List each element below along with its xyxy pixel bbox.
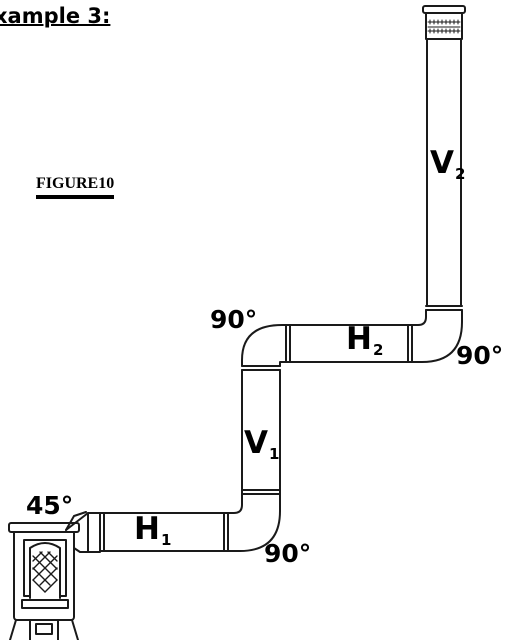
segment-label-h1: H1	[134, 512, 171, 557]
angle-label-top-right: 90°	[456, 341, 504, 370]
segment-index: 2	[455, 165, 466, 183]
segment-label-v2: V2	[430, 146, 465, 191]
angle-label-upper-left: 90°	[210, 305, 258, 334]
pipe-h1	[99, 512, 229, 552]
angle-label-lower-right: 90°	[264, 539, 312, 568]
elbow-90-upper	[241, 324, 291, 367]
segment-letter: H	[134, 511, 160, 547]
segment-index: 1	[160, 531, 172, 549]
segment-letter: V	[244, 425, 268, 461]
pipe-h2	[289, 324, 413, 363]
segment-label-v1: V1	[244, 426, 279, 471]
segment-index: 2	[372, 341, 384, 359]
stove-illustration	[8, 511, 87, 640]
segment-letter: H	[346, 321, 372, 357]
angle-label-stove-elbow: 45°	[26, 491, 74, 520]
segment-letter: V	[430, 145, 454, 181]
chimney-cap	[422, 5, 466, 40]
pipe-v1	[241, 365, 281, 491]
segment-label-h2: H2	[346, 322, 383, 367]
elbow-90-right	[411, 305, 463, 363]
elbow-90-lower	[227, 489, 281, 552]
figure-label: FIGURE10	[36, 174, 115, 199]
example-heading: xample 3:	[0, 4, 111, 28]
segment-index: 1	[269, 445, 280, 463]
pipe-v2	[426, 29, 462, 307]
